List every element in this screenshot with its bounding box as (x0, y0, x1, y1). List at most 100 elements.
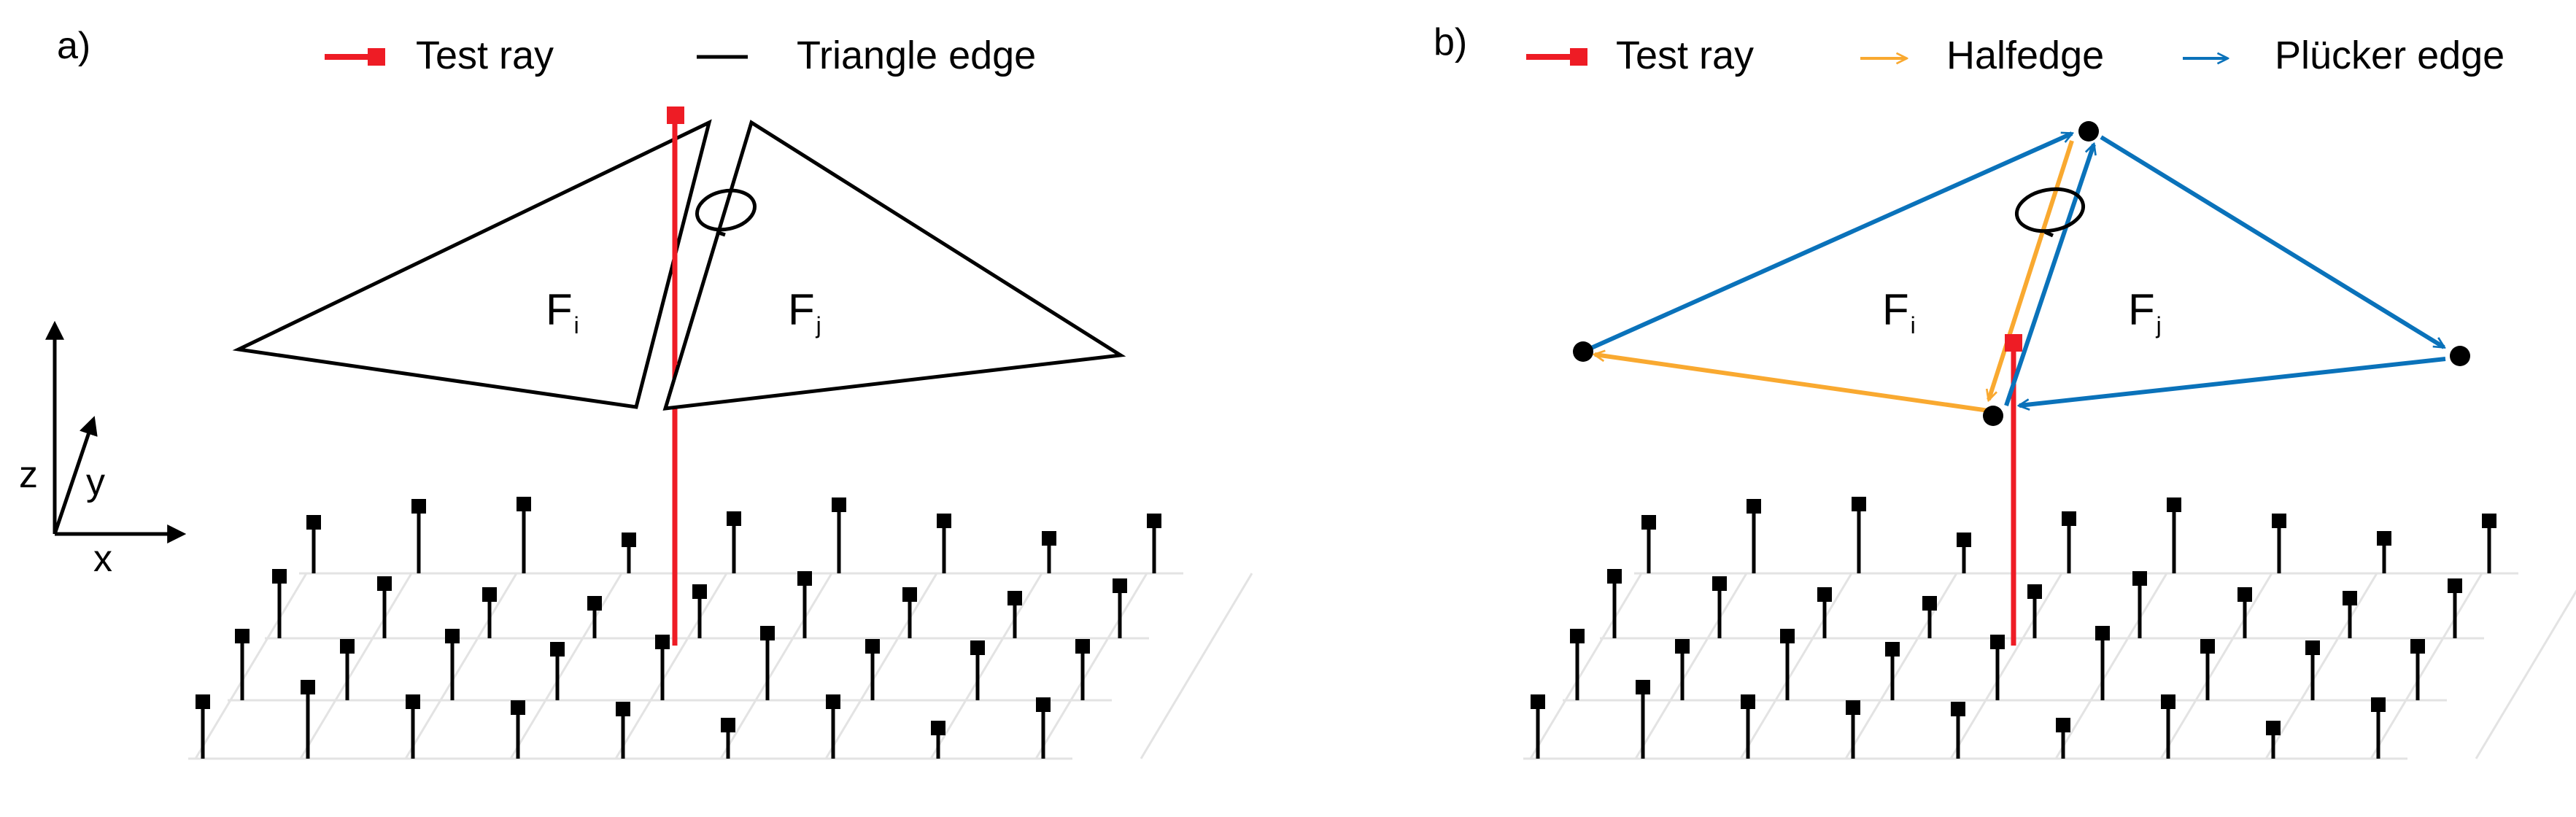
plucker-edge-4 (2019, 357, 2446, 406)
terrain-a-sample-point (511, 700, 525, 715)
legend-b: Test ray Halfedge Plücker edge (1526, 34, 2505, 77)
terrain-b-sample-point (2266, 721, 2281, 735)
terrain-b-sample-point (1951, 702, 1965, 716)
terrain-b-sample-point (2377, 531, 2391, 546)
rotation-ring-b (2014, 187, 2086, 233)
terrain-a-sample-point (550, 642, 565, 657)
terrain-b-sample-point (1712, 576, 1727, 591)
terrain-a-sample-point (406, 694, 420, 709)
plucker-edge-3 (2100, 135, 2444, 349)
terrain-b-grid-col-line (1844, 573, 1958, 759)
terrain-grid-b (1523, 572, 2576, 760)
terrain-a-sample-point (1113, 578, 1127, 593)
terrain-b-grid-col-line (2264, 573, 2378, 759)
terrain-b-sample-point (2305, 640, 2320, 655)
terrain-a-sample-point (1036, 697, 1051, 712)
terrain-a-grid-col-line (929, 573, 1043, 759)
terrain-b-sample-point (2095, 626, 2110, 640)
terrain-a-sample-point (937, 514, 951, 528)
terrain-a-sample-point (235, 629, 250, 643)
terrain-a-sample-point (1042, 531, 1056, 546)
terrain-a-grid-col-line (194, 573, 308, 759)
terrain-a-sample-point (377, 576, 392, 591)
terrain-a-sample-point (301, 680, 315, 694)
terrain-b-sample-point (1747, 499, 1761, 514)
terrain-a-sample-point (411, 499, 426, 514)
terrain-a-sample-point (797, 571, 812, 586)
terrain-a-sample-point (517, 497, 531, 511)
terrain-a-sample-point (721, 718, 735, 732)
terrain-a-sample-point (445, 629, 460, 643)
terrain-b-sample-point (2132, 571, 2147, 586)
terrain-b-sample-point (2237, 587, 2252, 602)
vertex-top (2078, 121, 2099, 142)
z-axis-label: z (19, 454, 38, 496)
terrain-b-sample-point (1531, 694, 1545, 709)
axes-a: z y x (19, 320, 187, 580)
test-ray-tip-a (667, 107, 684, 124)
panel-b: b) Test ray Halfedge Plücker edge (1434, 21, 2576, 760)
terrain-a-sample-point (902, 587, 917, 602)
legend-halfedge-label: Halfedge (1946, 34, 2104, 77)
vertex-bottom (1983, 406, 2003, 426)
terrain-a-grid-col-line (824, 573, 938, 759)
terrain-b-sample-point (2272, 514, 2286, 528)
terrain-b-sample-point (2371, 697, 2386, 712)
terrain-a-grid-col-line (1140, 573, 1253, 759)
y-axis (53, 416, 98, 535)
terrain-b-grid-col-line (1949, 573, 2063, 759)
legend-test-ray-label: Test ray (416, 34, 554, 77)
terrain-a-sample-point (272, 569, 287, 584)
terrain-b-sample-point (1990, 635, 2005, 649)
terrain-b-sample-point (2056, 718, 2070, 732)
test-ray-tip-b (2005, 334, 2022, 352)
terrain-b-sample-point (2482, 514, 2496, 528)
triangle-face-i-a (232, 119, 712, 409)
legend-a: Test ray Triangle edge (325, 34, 1036, 77)
rotation-ring-a (695, 188, 757, 232)
terrain-a-sample-point (655, 635, 670, 649)
terrain-a-sample-point (306, 515, 321, 530)
halfedges-face-i (1595, 140, 2074, 413)
halfedge-1 (1595, 355, 1989, 413)
triangle-face-j-a (662, 120, 1126, 411)
terrain-a-sample-point (587, 596, 602, 611)
terrain-b-sample-point (2200, 639, 2215, 654)
terrain-b-sample-point (1741, 694, 1755, 709)
terrain-a-sample-point (622, 533, 636, 547)
legend-plucker-edge-label: Plücker edge (2275, 34, 2505, 77)
terrain-a-grid-col-line (719, 573, 833, 759)
panel-a: a) Test ray Triangle edge z y x (19, 25, 1253, 760)
terrain-b-grid-col-line (2159, 573, 2273, 759)
terrain-a-grid-col-line (509, 573, 623, 759)
terrain-b-grid-col-line (1634, 573, 1748, 759)
face-j-label-b: Fj (2128, 285, 2162, 338)
face-i-label-b: Fi (1882, 285, 1916, 338)
terrain-a-sample-point (482, 587, 497, 602)
panel-a-label: a) (57, 25, 90, 67)
plucker-edge-2 (2004, 144, 2094, 406)
terrain-b-sample-point (1607, 569, 1622, 584)
legend-test-ray-marker (368, 48, 385, 66)
terrain-b-sample-point (2343, 591, 2357, 605)
terrain-b-grid-col-line (1739, 573, 1853, 759)
terrain-b-sample-point (2448, 578, 2462, 593)
terrain-b-sample-point (1817, 587, 1832, 602)
x-axis-label: x (93, 538, 112, 580)
terrain-a-sample-point (616, 702, 630, 716)
terrain-a-sample-point (1007, 591, 1022, 605)
terrain-a-sample-point (1147, 514, 1161, 528)
terrain-b-sample-point (2062, 511, 2076, 526)
terrain-b-sample-point (2161, 694, 2175, 709)
legend-test-ray-label-b: Test ray (1616, 34, 1754, 77)
terrain-b-sample-point (1846, 700, 1860, 715)
terrain-b-sample-point (2027, 584, 2042, 599)
terrain-a-sample-point (760, 626, 775, 640)
terrain-b-sample-point (1852, 497, 1866, 511)
terrain-a-sample-point (727, 511, 741, 526)
terrain-a-grid-col-line (299, 573, 413, 759)
terrain-a-sample-point (340, 639, 355, 654)
rotation-tick-b (2043, 230, 2054, 238)
terrain-a-sample-point (1075, 639, 1090, 654)
terrain-b-grid-col-line (1529, 573, 1643, 759)
